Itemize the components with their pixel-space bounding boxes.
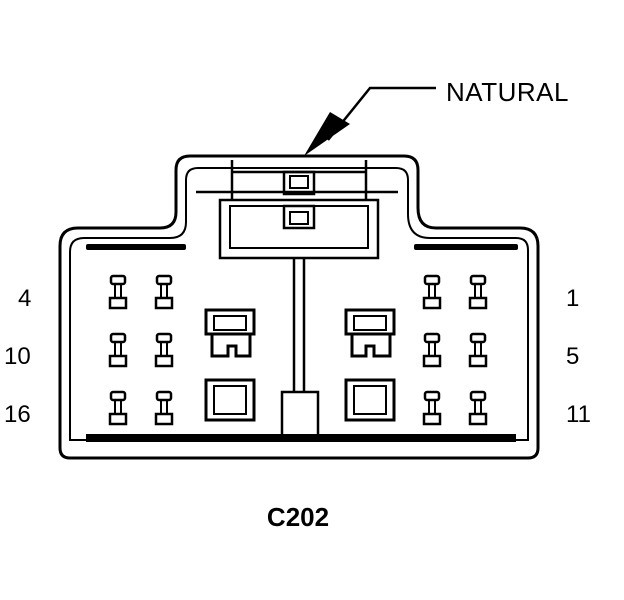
terminal-cavity (108, 390, 128, 426)
terminal-cavity (468, 274, 488, 310)
terminal-cavity (422, 274, 442, 310)
pin-label-right-bottom: 11 (566, 401, 591, 428)
callout-label: NATURAL (446, 77, 569, 107)
locking-latch (196, 160, 398, 442)
cavity-large-left-upper (204, 308, 256, 358)
latch-tab-lower (282, 204, 316, 230)
terminal-cavity (468, 332, 488, 368)
connector-id-label: C202 (267, 502, 329, 532)
terminal-cavity (422, 332, 442, 368)
cavity-large-right-upper (344, 308, 396, 358)
pin-label-left-top: 4 (18, 285, 31, 312)
terminal-cavity (422, 390, 442, 426)
callout-leader (304, 86, 436, 156)
top-ribs (86, 244, 518, 442)
cavity-large-right-lower (344, 378, 396, 422)
large-cavities (204, 308, 396, 422)
terminal-cavity (154, 390, 174, 426)
latch-tab (282, 170, 316, 196)
callout-arrowhead (304, 112, 350, 156)
terminal-cavity (154, 274, 174, 310)
pin-label-right-top: 1 (566, 285, 579, 312)
cavity-large-left-lower (204, 378, 256, 422)
terminal-cavity (154, 332, 174, 368)
terminal-cavity (468, 390, 488, 426)
terminal-cavities (108, 274, 488, 426)
pin-label-left-middle: 10 (4, 343, 31, 370)
terminal-cavity (108, 332, 128, 368)
pin-label-right-middle: 5 (566, 343, 579, 370)
connector-body (58, 154, 540, 460)
terminal-cavity (108, 274, 128, 310)
pin-label-left-bottom: 16 (4, 401, 31, 428)
keyway-block (280, 390, 320, 442)
